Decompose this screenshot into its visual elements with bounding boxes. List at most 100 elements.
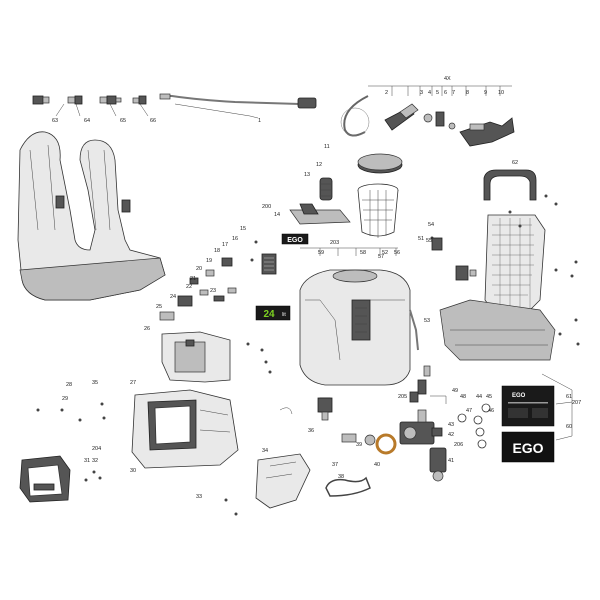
o-rings [364,403,491,455]
battery-door-204 [19,455,71,503]
spray-wand-1 [159,93,317,109]
callout-33: 33 [196,494,202,500]
battery-cover-26 [161,331,231,383]
callout-6: 6 [444,90,447,96]
trigger-handle [384,103,419,131]
callout-4: 4 [428,90,431,96]
callout-203: 203 [330,240,339,246]
callout-44: 44 [476,394,482,400]
callout-54: 54 [428,222,434,228]
callout-8: 8 [466,90,469,96]
callout-66: 66 [150,118,156,124]
callout-13: 13 [304,172,310,178]
callout-5: 5 [436,90,439,96]
leader-lines [55,85,573,441]
callout-56: 56 [394,250,400,256]
pump-assembly [399,409,443,445]
nozzle-66 [132,95,147,105]
callout-21: 21 [190,276,196,282]
valve-fittings [423,111,456,130]
callout-64: 64 [84,118,90,124]
callout-60: 60 [566,424,572,430]
callout-26: 26 [144,326,150,332]
callout-42: 42 [448,432,454,438]
capacity-badge: 24 lit [255,305,291,321]
small-parts-left [279,237,477,415]
callout-37: 37 [332,462,338,468]
ego-brand-label: EGO [501,431,555,463]
callout-11: 11 [324,144,330,150]
backpack-harness [17,131,166,301]
callout-46: 46 [488,408,494,414]
callout-27: 27 [130,380,136,386]
callout-61: 61 [566,394,572,400]
battery-dock-34 [255,453,311,509]
callout-numbers: 63 64 65 66 1 4X 2 3 4 5 6 7 8 9 10 11 1… [52,76,581,500]
callout-2: 2 [385,90,388,96]
callout-31: 31 [84,458,90,464]
callout-35: 35 [92,380,98,386]
callout-38: 38 [338,474,344,480]
callout-32: 32 [92,458,98,464]
callout-65: 65 [120,118,126,124]
callout-9: 9 [484,90,487,96]
callout-39: 39 [356,442,362,448]
callout-36: 36 [308,428,314,434]
callout-41: 41 [448,458,454,464]
callout-58: 58 [360,250,366,256]
callout-63: 63 [52,118,58,124]
nozzle-63 [32,95,50,105]
callout-7: 7 [452,90,455,96]
callout-25: 25 [156,304,162,310]
capacity-badge-unit: lit [282,312,286,318]
callout-49: 49 [452,388,458,394]
ego-badge-small-text: EGO [287,237,303,244]
ego-badge-small: EGO [281,233,309,245]
callout-57: 57 [378,254,384,260]
callout-205: 205 [398,394,407,400]
callout-22: 22 [186,284,192,290]
callout-51: 51 [418,236,424,242]
callout-204: 204 [92,446,101,452]
callout-20: 20 [196,266,202,272]
hose-assembly [340,95,370,137]
callout-59: 59 [318,250,324,256]
spec-label: EGO [501,385,555,427]
spray-tank [299,269,411,386]
callout-34: 34 [262,448,268,454]
callout-3: 3 [420,90,423,96]
callout-30: 30 [130,468,136,474]
callout-24: 24 [170,294,176,300]
capacity-badge-number: 24 [263,309,275,320]
check-valve-36 [317,397,333,421]
control-pcb [261,253,277,275]
ego-brand-text: EGO [512,440,543,456]
tank-lid-11 [357,153,403,174]
callout-53: 53 [424,318,430,324]
shutoff-handle [459,117,515,147]
callout-55: 55 [426,238,432,244]
callout-4x: 4X [444,76,451,82]
callout-29: 29 [62,396,68,402]
back-frame [439,214,556,361]
callout-23: 23 [210,288,216,294]
callout-17: 17 [222,242,228,248]
callout-15: 15 [240,226,246,232]
callout-16: 16 [232,236,238,242]
callout-1: 1 [258,118,261,124]
switch-parts [159,257,237,321]
suction-tube [325,309,419,497]
callout-12: 12 [316,162,322,168]
callout-19: 19 [206,258,212,264]
callout-62: 62 [512,160,518,166]
callout-52: 52 [382,250,388,256]
callout-40: 40 [374,462,380,468]
callout-200: 200 [262,204,271,210]
bracket-200 [289,203,351,225]
callout-10: 10 [498,90,504,96]
pump-motor [429,447,447,482]
grip-13 [319,177,333,201]
callout-28: 28 [66,382,72,388]
battery-housing-27 [131,389,239,469]
